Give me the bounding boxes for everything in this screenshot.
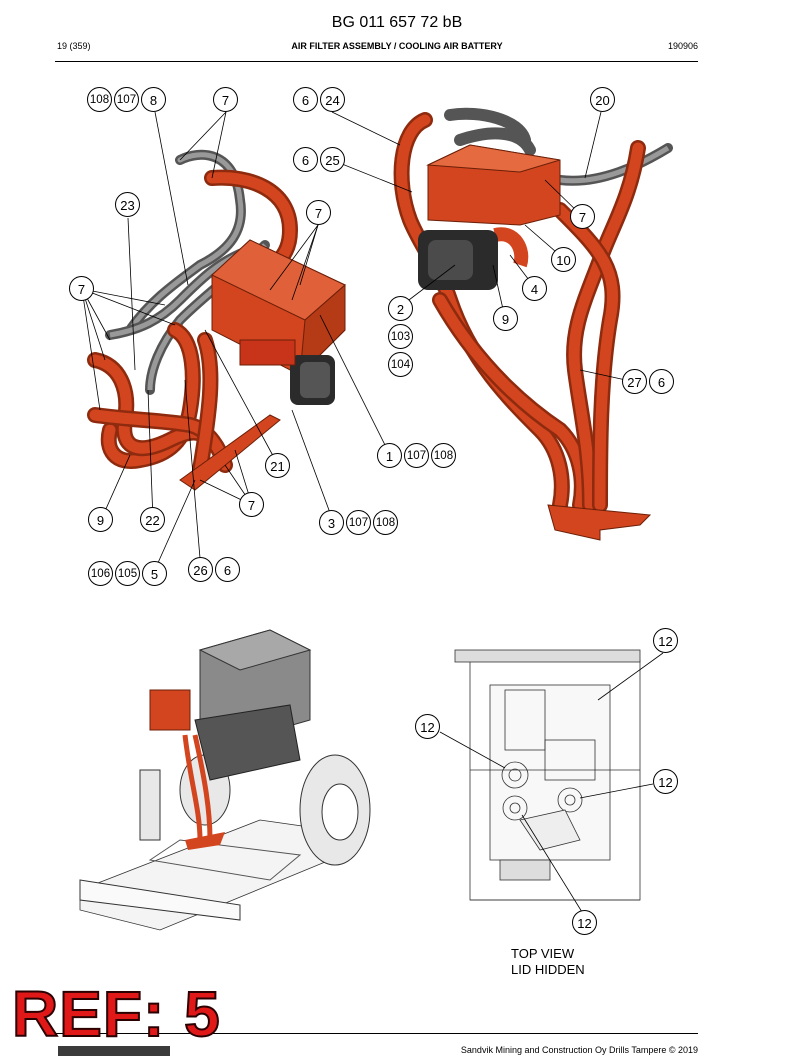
callout-24: 24 bbox=[320, 87, 345, 112]
callout-7: 7 bbox=[239, 492, 264, 517]
callout-6: 6 bbox=[293, 87, 318, 112]
callout-6: 6 bbox=[215, 557, 240, 582]
page-number: 19 (359) bbox=[57, 41, 91, 51]
callout-27: 27 bbox=[622, 369, 647, 394]
top-view-illustration bbox=[454, 649, 641, 901]
right-assembly-illustration bbox=[393, 107, 673, 541]
callout-7: 7 bbox=[306, 200, 331, 225]
callout-107: 107 bbox=[346, 510, 371, 535]
top-view-leader-lines bbox=[439, 652, 664, 913]
footer-divider bbox=[55, 1033, 698, 1034]
header-divider bbox=[55, 61, 698, 62]
document-number: BG 011 657 72 bB bbox=[331, 14, 463, 31]
callout-3: 3 bbox=[319, 510, 344, 535]
callout-12: 12 bbox=[653, 769, 678, 794]
callout-4: 4 bbox=[522, 276, 547, 301]
left-assembly-illustration bbox=[87, 149, 346, 491]
callout-7: 7 bbox=[213, 87, 238, 112]
callout-7: 7 bbox=[69, 276, 94, 301]
callout-20: 20 bbox=[590, 87, 615, 112]
callout-108: 108 bbox=[431, 443, 456, 468]
callout-107: 107 bbox=[404, 443, 429, 468]
callout-106: 106 bbox=[88, 561, 113, 586]
callout-12: 12 bbox=[415, 714, 440, 739]
ref-stamp: REF: 5 bbox=[11, 978, 221, 1050]
callout-2: 2 bbox=[388, 296, 413, 321]
top-view-caption-line2: LID HIDDEN bbox=[511, 962, 585, 977]
callout-1: 1 bbox=[377, 443, 402, 468]
callout-21: 21 bbox=[265, 453, 290, 478]
callout-12: 12 bbox=[572, 910, 597, 935]
callout-26: 26 bbox=[188, 557, 213, 582]
section-title: AIR FILTER ASSEMBLY / COOLING AIR BATTER… bbox=[291, 41, 503, 51]
callout-105: 105 bbox=[115, 561, 140, 586]
copyright-text: Sandvik Mining and Construction Oy Drill… bbox=[460, 1045, 698, 1055]
callout-8: 8 bbox=[141, 87, 166, 112]
callout-5: 5 bbox=[142, 561, 167, 586]
callout-25: 25 bbox=[320, 147, 345, 172]
callout-104: 104 bbox=[388, 352, 413, 377]
callout-23: 23 bbox=[115, 192, 140, 217]
callout-6: 6 bbox=[293, 147, 318, 172]
callout-103: 103 bbox=[388, 324, 413, 349]
callout-12: 12 bbox=[653, 628, 678, 653]
callout-108: 108 bbox=[87, 87, 112, 112]
callout-107: 107 bbox=[114, 87, 139, 112]
callout-108: 108 bbox=[373, 510, 398, 535]
callout-6: 6 bbox=[649, 369, 674, 394]
callout-10: 10 bbox=[551, 247, 576, 272]
top-view-caption-line1: TOP VIEW bbox=[511, 946, 575, 961]
company-logo bbox=[58, 1046, 170, 1056]
callout-7: 7 bbox=[570, 204, 595, 229]
callout-9: 9 bbox=[88, 507, 113, 532]
callout-9: 9 bbox=[493, 306, 518, 331]
callout-22: 22 bbox=[140, 507, 165, 532]
machine-overview-illustration bbox=[79, 629, 371, 931]
date-code: 190906 bbox=[667, 41, 698, 51]
